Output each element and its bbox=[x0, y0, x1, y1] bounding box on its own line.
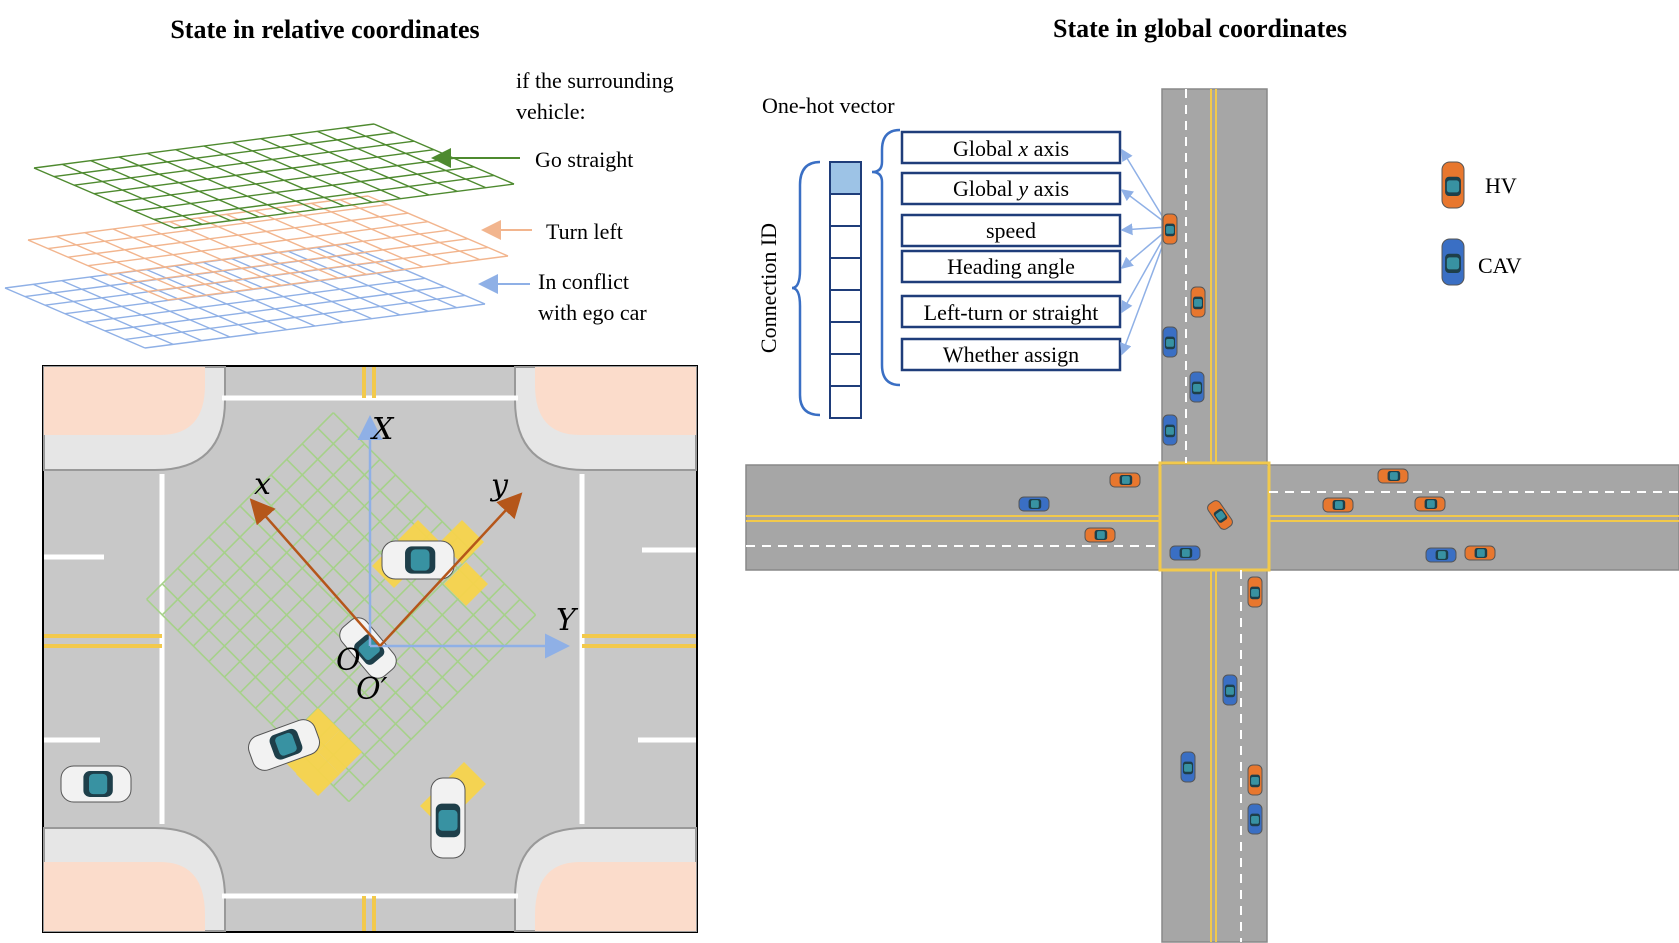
onehot-cell bbox=[829, 225, 862, 259]
feature-label-heading: Heading angle bbox=[947, 254, 1075, 279]
legend-hv-car bbox=[1441, 161, 1465, 209]
layer-caption-line-2: vehicle: bbox=[516, 99, 586, 124]
onehot-cell bbox=[829, 161, 862, 195]
global-car-17 bbox=[1180, 751, 1196, 783]
legend: HV CAV bbox=[1441, 161, 1522, 286]
legend-cav-icon bbox=[1441, 238, 1465, 286]
onehot-cell bbox=[829, 385, 862, 419]
turn-left-layer-grid bbox=[27, 195, 509, 301]
feature-connectors bbox=[1120, 148, 1168, 356]
global-car-10 bbox=[1377, 468, 1409, 484]
legend-cav-car bbox=[1441, 238, 1465, 286]
axis-label-Y: Y bbox=[556, 603, 579, 638]
onehot-cell bbox=[829, 321, 862, 355]
global-car-1 bbox=[1190, 286, 1206, 318]
legend-hv-label: HV bbox=[1485, 173, 1517, 198]
legend-cav-label: CAV bbox=[1478, 253, 1522, 278]
relative-intersection-scene bbox=[42, 365, 698, 933]
feature-box-4: Left-turn or straight bbox=[900, 294, 1122, 329]
feature-box-5: Whether assign bbox=[900, 337, 1122, 372]
onehot-cell bbox=[829, 257, 862, 291]
global-car-19 bbox=[1247, 803, 1263, 835]
global-car-5 bbox=[1109, 472, 1141, 488]
feature-box-0: Global x axis bbox=[900, 130, 1122, 165]
global-car-18 bbox=[1247, 764, 1263, 796]
onehot-cell bbox=[829, 353, 862, 387]
left-panel-title: State in relative coordinates bbox=[170, 15, 479, 44]
global-car-3 bbox=[1189, 371, 1205, 403]
onehot-vector bbox=[829, 161, 862, 419]
conflict-layer-grid bbox=[4, 243, 486, 349]
parked-car bbox=[60, 765, 132, 803]
go-straight-layer-grid bbox=[33, 123, 515, 229]
global-car-15 bbox=[1247, 576, 1263, 608]
global-scene-cars bbox=[1018, 213, 1496, 835]
grid-layers bbox=[4, 123, 515, 349]
layer-label-conflict-line-2: with ego car bbox=[538, 300, 647, 325]
surrounding-car-straight bbox=[381, 540, 455, 580]
relative-scene-cars bbox=[60, 540, 466, 859]
global-car-13 bbox=[1425, 547, 1457, 563]
global-car-12 bbox=[1414, 496, 1446, 512]
feature-box-1: Global y axis bbox=[900, 171, 1122, 206]
onehot-label: One-hot vector bbox=[762, 93, 895, 118]
axis-label-X: X bbox=[370, 412, 395, 447]
global-car-14 bbox=[1464, 545, 1496, 561]
axis-label-x: x bbox=[254, 467, 271, 502]
feature-label-speed: speed bbox=[986, 218, 1036, 243]
feature-box-2: speed bbox=[900, 213, 1122, 248]
layer-label-go-straight: Go straight bbox=[535, 147, 633, 172]
global-car-7 bbox=[1084, 527, 1116, 543]
global-car-2 bbox=[1162, 326, 1178, 358]
feature-box-3: Heading angle bbox=[900, 249, 1122, 284]
svg-text:Global y axis: Global y axis bbox=[953, 176, 1069, 201]
global-car-9 bbox=[1169, 545, 1201, 561]
feature-brace bbox=[871, 128, 901, 387]
connection-brace bbox=[791, 160, 821, 417]
right-panel-title: State in global coordinates bbox=[1053, 14, 1347, 43]
global-car-8 bbox=[1207, 500, 1233, 530]
origin-label-O-prime: O′ bbox=[356, 672, 388, 707]
relative-axes bbox=[249, 415, 570, 659]
connection-id-label: Connection ID bbox=[756, 223, 781, 353]
origin-label-O: O bbox=[336, 643, 361, 678]
global-car-0 bbox=[1162, 213, 1178, 245]
global-car-16 bbox=[1222, 674, 1238, 706]
surrounding-car-turn bbox=[430, 777, 466, 859]
feature-label-turn: Left-turn or straight bbox=[924, 300, 1099, 325]
global-car-11 bbox=[1322, 497, 1354, 513]
axis-label-y: y bbox=[489, 468, 509, 503]
global-car-4 bbox=[1162, 414, 1178, 446]
surrounding-car-conflict bbox=[248, 719, 320, 771]
svg-text:Global x axis: Global x axis bbox=[953, 136, 1069, 161]
onehot-cell bbox=[829, 193, 862, 227]
layer-label-turn-left: Turn left bbox=[546, 219, 623, 244]
legend-hv-icon bbox=[1441, 161, 1465, 209]
layer-caption-line-1: if the surrounding bbox=[516, 68, 674, 93]
ego-car bbox=[339, 617, 397, 679]
global-car-6 bbox=[1018, 496, 1050, 512]
onehot-cell bbox=[829, 289, 862, 323]
layer-label-conflict-line-1: In conflict bbox=[538, 269, 629, 294]
feature-label-assign: Whether assign bbox=[943, 342, 1079, 367]
